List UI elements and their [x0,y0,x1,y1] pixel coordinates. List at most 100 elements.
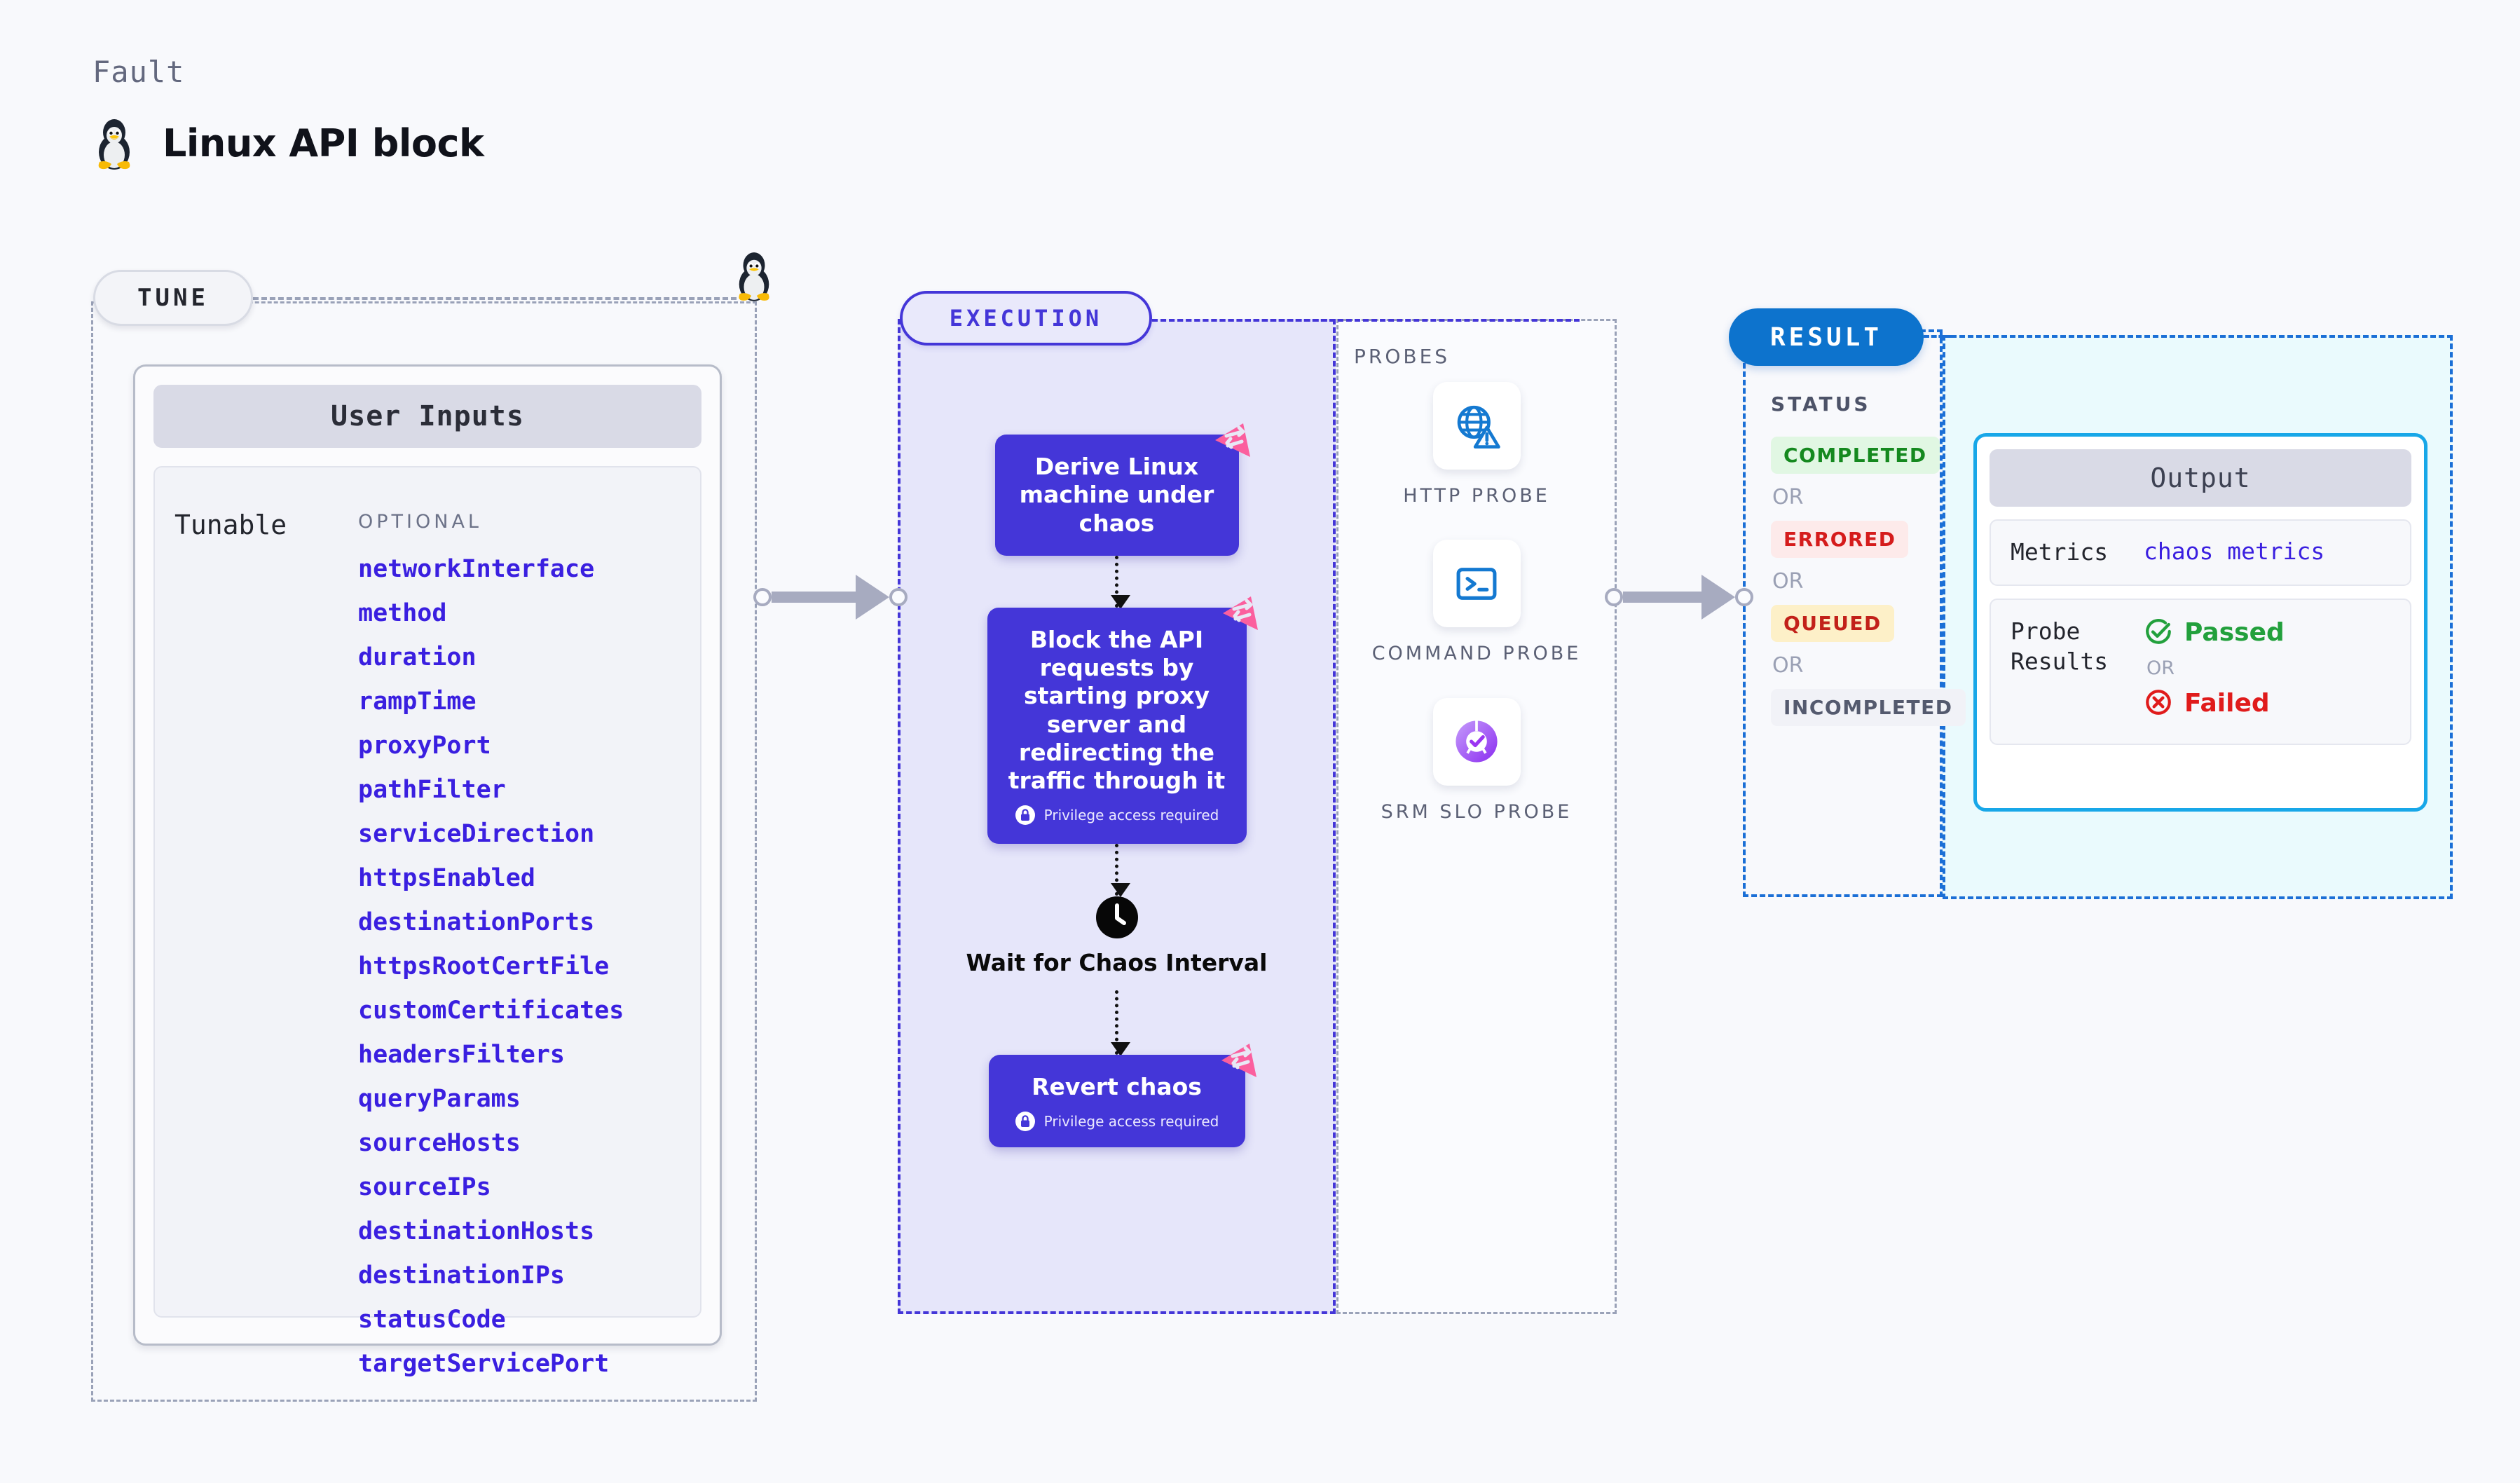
arrow-start-dot [1605,588,1623,606]
probe-label: HTTP PROBE [1403,485,1550,507]
arrow-bar [772,592,856,603]
tune-to-execution-arrow [753,575,908,620]
status-badge: INCOMPLETED [1771,689,1966,726]
flow-node-derive-machine[interactable]: Derive Linux machine under chaos [994,423,1250,556]
probe-results-key: Probe Results [2011,617,2109,675]
tunable-label: Tunable [174,510,287,540]
arrow-end-dot [889,588,908,606]
tunable-param[interactable]: destinationPorts [358,908,595,936]
swap-flag-icon [1211,419,1254,463]
lock-icon [1015,1111,1036,1132]
swap-flag-icon [1217,1039,1261,1083]
result-section-pill[interactable]: RESULT [1729,308,1924,366]
probe-label: SRM SLO PROBE [1381,800,1573,823]
clock-icon [1095,896,1139,939]
probe-label: COMMAND PROBE [1371,643,1582,665]
user-inputs-body: Tunable OPTIONAL networkInterface method d… [153,466,701,1376]
x-circle-icon [2144,688,2173,720]
page-title: Linux API block [163,121,484,165]
optional-label: OPTIONAL [358,511,482,533]
probe-item-srm-slo[interactable]: SRM SLO PROBE [1381,697,1573,825]
linux-tux-icon [93,116,136,170]
execution-flow: Derive Linux machine under chaos Block t… [898,423,1336,1147]
linux-tux-icon-marker [733,249,775,302]
probes-list: HTTP PROBE COMMAND PROBE [1336,382,1617,856]
flow-node-title: Block the API requests by starting proxy… [1008,625,1226,794]
tunable-param[interactable]: networkInterface [358,555,595,583]
execution-to-result-arrow [1605,575,1753,620]
tunable-param[interactable]: destinationHosts [358,1217,595,1245]
privilege-text: Privilege access required [1043,807,1219,824]
slo-donut-check-icon [1432,697,1521,786]
tunable-param[interactable]: statusCode [358,1306,506,1334]
user-inputs-header: User Inputs [153,385,701,448]
tunable-param[interactable]: headersFilters [358,1041,566,1069]
probes-section-boundary [1336,319,1617,1314]
page-kicker: Fault [93,55,185,89]
privilege-note: Privilege access required [1006,1111,1228,1132]
page-title-row: Linux API block [93,116,484,170]
privilege-note: Privilege access required [1004,805,1230,826]
tunable-param[interactable]: httpsRootCertFile [358,952,610,980]
tunable-param[interactable]: sourceIPs [358,1173,491,1201]
metrics-value-link[interactable]: chaos metrics [2144,538,2325,565]
tunable-param[interactable]: rampTime [358,688,477,716]
tunable-param[interactable]: destinationIPs [358,1262,566,1290]
privilege-text: Privilege access required [1043,1112,1219,1130]
arrow-head [856,575,889,620]
probe-or-label: OR [2146,657,2175,679]
output-probe-results-row: Probe Results Passed OR [1990,598,2411,745]
tunable-param[interactable]: proxyPort [358,732,491,760]
result-connector-line [1924,335,1952,338]
probe-result-passed: Passed [2144,617,2285,649]
probe-item-command[interactable]: COMMAND PROBE [1372,540,1582,667]
arrow-head [1701,575,1735,620]
status-badge: COMPLETED [1771,437,1940,474]
tunable-param[interactable]: queryParams [358,1085,521,1113]
user-inputs-card: User Inputs Tunable OPTIONAL networkInte… [133,364,722,1376]
tunable-param[interactable]: pathFilter [358,776,506,804]
flow-node-wait-label: Wait for Chaos Interval [966,949,1268,977]
terminal-icon [1432,540,1521,628]
flow-node-revert-chaos[interactable]: Revert chaos Privilege access required [988,1043,1256,1147]
tune-connector-line [253,297,737,300]
arrow-start-dot [753,588,772,606]
flow-connector-2 [1111,844,1130,898]
status-or-label: OR [1772,653,1804,678]
status-or-label: OR [1772,485,1804,510]
tunable-param[interactable]: sourceHosts [358,1129,521,1157]
tunable-param[interactable]: method [358,599,447,627]
output-metrics-row: Metrics chaos metrics [1990,519,2411,586]
failed-label: Failed [2184,689,2270,718]
output-header: Output [1990,449,2411,507]
execution-connector-line [1152,319,1580,322]
globe-warning-icon [1432,382,1521,470]
tune-section-pill[interactable]: TUNE [93,270,253,326]
check-circle-icon [2144,617,2173,649]
tunable-param[interactable]: duration [358,643,477,671]
execution-section-pill[interactable]: EXECUTION [900,291,1152,346]
tune-section-boundary [91,301,757,1402]
arrow-bar [1623,592,1701,603]
status-label: STATUS [1771,392,1871,416]
flow-connector-3 [1111,990,1130,1056]
tunable-param[interactable]: serviceDirection [358,820,595,848]
tunable-param-list: networkInterface method duration rampTime pr… [358,557,624,1396]
lock-icon [1015,805,1036,826]
tunable-param[interactable]: httpsEnabled [358,864,535,892]
tunable-param[interactable]: targetServicePort [358,1350,610,1378]
status-badge: ERRORED [1771,521,1909,558]
probe-results-values: Passed OR Failed [2144,617,2285,720]
flow-node-title: Revert chaos [1032,1072,1202,1100]
status-or-label: OR [1772,569,1804,594]
output-card: Output Metrics chaos metrics Probe Resul… [1973,433,2427,812]
passed-label: Passed [2184,618,2285,648]
flow-node-block-api[interactable]: Block the API requests by starting proxy… [987,596,1258,845]
probe-item-http[interactable]: HTTP PROBE [1403,382,1550,509]
metrics-key: Metrics [2011,538,2109,566]
probe-result-failed: Failed [2144,688,2285,720]
tunable-param[interactable]: customCertificates [358,997,624,1025]
